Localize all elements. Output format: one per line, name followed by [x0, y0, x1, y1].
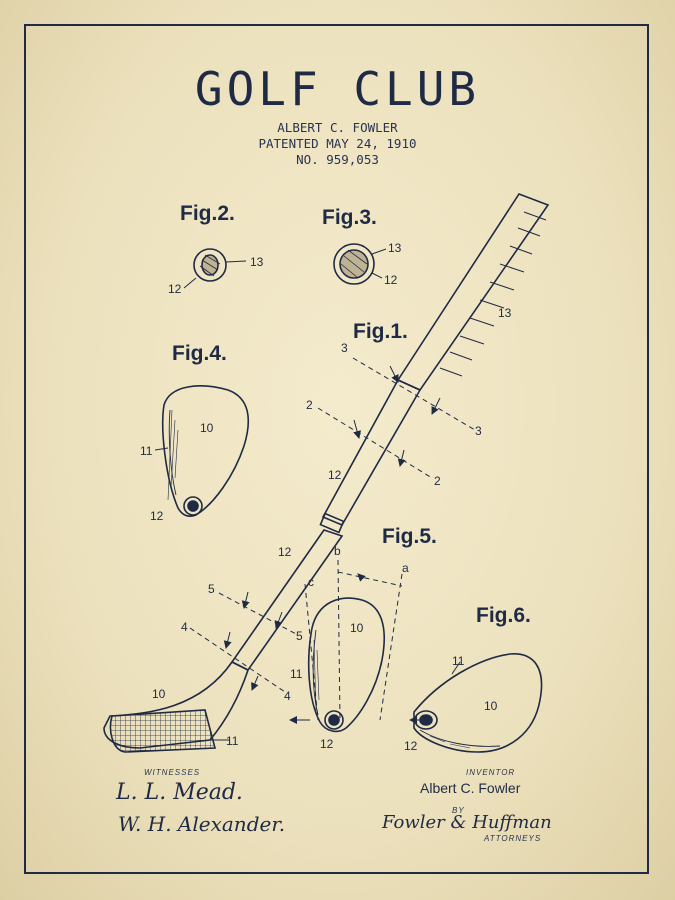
- attorneys-label: ATTORNEYS: [484, 834, 542, 843]
- ref-b: b: [334, 544, 341, 558]
- ref-11-fig4: 11: [140, 444, 153, 458]
- page-border: [24, 24, 649, 874]
- ref-10-fig1: 10: [152, 687, 166, 701]
- ref-3-bottom: 3: [475, 424, 482, 438]
- inventor-label: INVENTOR: [466, 768, 516, 777]
- fig1-club: [103, 193, 550, 753]
- fig3-drawing: [333, 243, 387, 285]
- ref-4-left: 4: [181, 620, 188, 634]
- ref-13-fig2: 13: [250, 255, 264, 269]
- ref-13-fig1: 13: [498, 306, 512, 320]
- ref-10-fig6: 10: [484, 699, 498, 713]
- inventor-name: Albert C. Fowler: [420, 780, 521, 796]
- ref-10-fig4: 10: [200, 421, 214, 435]
- fig6-label: Fig.6.: [476, 604, 531, 627]
- ref-12-fig4: 12: [150, 509, 164, 523]
- reference-numerals: 13 12 13 12 13 3 3 2 2 12 12 5 5 4 4 10 …: [140, 241, 512, 753]
- ref-12-fig5: 12: [320, 737, 334, 751]
- ref-12-neck: 12: [278, 545, 292, 559]
- patent-number: NO. 959,053: [296, 152, 379, 167]
- fig6-drawing: [413, 653, 543, 753]
- ref-11-fig5: 11: [290, 667, 303, 681]
- witness2-signature: W. H. Alexander.: [118, 812, 286, 836]
- by-label: BY: [452, 806, 465, 815]
- ref-11-fig6: 11: [452, 654, 465, 668]
- fig1-label: Fig.1.: [353, 320, 408, 343]
- ref-10-fig5: 10: [350, 621, 364, 635]
- ref-13-fig3: 13: [388, 241, 402, 255]
- ref-2-bottom: 2: [434, 474, 441, 488]
- ref-a: a: [402, 561, 409, 575]
- ref-12-shaft: 12: [328, 468, 342, 482]
- ref-4-right: 4: [284, 689, 291, 703]
- ref-2-top: 2: [306, 398, 313, 412]
- ref-12-fig6: 12: [404, 739, 418, 753]
- ref-12-fig3: 12: [384, 273, 398, 287]
- fig5-label: Fig.5.: [382, 525, 437, 548]
- fig4-label: Fig.4.: [172, 342, 227, 365]
- patent-date: PATENTED MAY 24, 1910: [258, 136, 417, 151]
- patent-title: GOLF CLUB: [194, 62, 481, 116]
- ref-c: c: [308, 575, 314, 589]
- witness1-signature: L. L. Mead.: [116, 780, 243, 805]
- ref-5-left: 5: [208, 582, 215, 596]
- attorney-signature: Fowler & Huffman: [382, 812, 552, 833]
- ref-5-right: 5: [296, 629, 303, 643]
- fig5-drawing: [307, 597, 385, 733]
- inventor-line: ALBERT C. FOWLER: [277, 120, 398, 135]
- ref-12-fig2: 12: [168, 282, 182, 296]
- fig4-drawing: [154, 385, 250, 517]
- fig2-drawing: [183, 248, 247, 289]
- fig2-label: Fig.2.: [180, 202, 235, 225]
- ref-3-top: 3: [341, 341, 348, 355]
- witnesses-label: WITNESSES: [144, 768, 201, 777]
- fig3-label: Fig.3.: [322, 206, 377, 229]
- ref-11-fig1: 11: [226, 734, 239, 748]
